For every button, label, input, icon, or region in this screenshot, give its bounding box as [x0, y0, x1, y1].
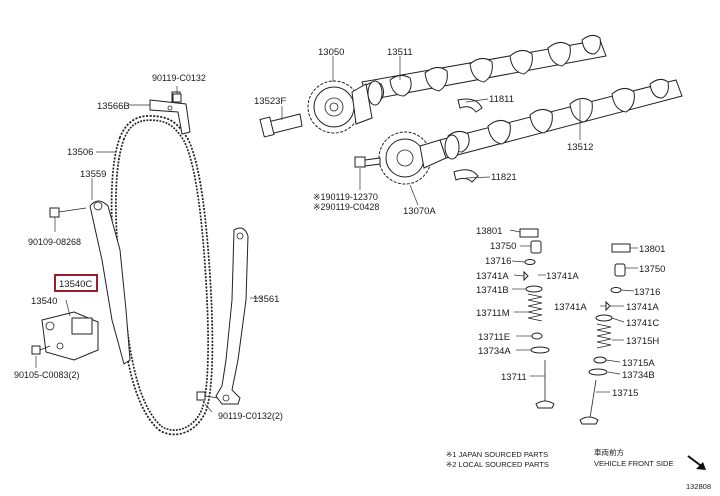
tensioner-arm-13559-drawing [89, 200, 131, 365]
label-13741a-left-2[interactable]: 13741A [546, 271, 579, 282]
label-13540c[interactable]: 13540C [59, 279, 92, 290]
label-13715h[interactable]: 13715H [626, 336, 659, 347]
label-13801-right[interactable]: 13801 [639, 244, 665, 255]
bolt-90105-c0083-drawing [31, 345, 51, 355]
timing-chain-13506-drawing [110, 114, 214, 436]
label-13715a[interactable]: 13715A [622, 358, 655, 369]
bolt-90119-c0132-drawing [172, 93, 182, 103]
part-labels: 13050 13511 13523F 11811 13512 11821 ※19… [14, 47, 665, 421]
label-13801-left[interactable]: 13801 [476, 226, 502, 237]
label-90119-c0132-2[interactable]: 90119-C0132(2) [218, 411, 283, 421]
label-13716-left[interactable]: 13716 [485, 256, 511, 267]
label-13512[interactable]: 13512 [567, 142, 593, 153]
label-13750-left[interactable]: 13750 [490, 241, 516, 252]
note-japan-sourced: ※1 JAPAN SOURCED PARTS [446, 450, 548, 459]
leader-lines-valve [509, 229, 638, 393]
label-90105-c0083[interactable]: 90105-C0083(2) [14, 370, 80, 380]
label-13559[interactable]: 13559 [80, 169, 106, 180]
tensioner-13540-drawing [41, 311, 99, 361]
bolt-90109-08268-drawing [49, 207, 87, 218]
label-13741b[interactable]: 13741B [476, 285, 509, 296]
front-label-en: VEHICLE FRONT SIDE [594, 459, 673, 468]
label-13715[interactable]: 13715 [612, 388, 638, 399]
camshaft-assembly [259, 34, 683, 185]
leader-lines-top [281, 56, 581, 206]
label-13050[interactable]: 13050 [318, 47, 344, 58]
label-13566b[interactable]: 13566B [97, 101, 130, 112]
label-13716-right[interactable]: 13716 [634, 287, 660, 298]
label-90119-12370[interactable]: ※190119-12370 [313, 192, 378, 202]
camshaft-13511-drawing [361, 34, 607, 106]
label-13523f[interactable]: 13523F [254, 96, 286, 107]
label-13741c[interactable]: 13741C [626, 318, 659, 329]
highlight-box-13540c [54, 274, 98, 292]
label-13734a[interactable]: 13734A [478, 346, 511, 357]
label-13734b[interactable]: 13734B [622, 370, 655, 381]
label-13540[interactable]: 13540 [31, 296, 57, 307]
label-13506[interactable]: 13506 [67, 147, 93, 158]
camshaft-13512-drawing [439, 78, 683, 160]
label-13561[interactable]: 13561 [253, 294, 279, 305]
label-13711m[interactable]: 13711M [476, 308, 510, 319]
label-90119-c0132[interactable]: 90119-C0132 [152, 73, 206, 83]
diagram-id: 132808 [686, 482, 711, 491]
label-90109-08268[interactable]: 90109-08268 [28, 237, 81, 247]
bolt-90119-c0132-bottom-drawing [196, 391, 219, 401]
sprocket-13070a-drawing [378, 131, 447, 185]
label-13750-right[interactable]: 13750 [639, 264, 665, 275]
label-13741a-right-2[interactable]: 13741A [626, 302, 659, 313]
label-11811[interactable]: 11811 [489, 94, 514, 105]
label-13741a-right-1[interactable]: 13741A [554, 302, 587, 313]
label-11821[interactable]: 11821 [491, 172, 517, 183]
leader-lines-left [35, 86, 262, 413]
chain-guide-13561-drawing [215, 227, 249, 405]
footnotes: ※1 JAPAN SOURCED PARTS ※2 LOCAL SOURCED … [446, 447, 711, 491]
vvt-gear-13050-drawing [307, 80, 373, 134]
chain-guide-13566b-drawing [149, 91, 191, 135]
label-13511[interactable]: 13511 [387, 47, 413, 58]
note-local-sourced: ※2 LOCAL SOURCED PARTS [446, 460, 549, 469]
bolt-90119-12370-drawing [354, 156, 381, 168]
bearing-11821-drawing [453, 169, 479, 183]
front-label-jp: 車両前方 [594, 447, 624, 457]
bearing-11811-drawing [457, 98, 483, 113]
label-13741a-left-1[interactable]: 13741A [476, 271, 509, 282]
label-90119-c0428[interactable]: ※290119-C0428 [313, 202, 379, 212]
label-13070a[interactable]: 13070A [403, 206, 436, 217]
front-arrow-icon [687, 455, 706, 470]
label-13711[interactable]: 13711 [501, 372, 527, 383]
bolt-13523f-drawing [259, 113, 303, 138]
label-13711e[interactable]: 13711E [478, 332, 510, 343]
